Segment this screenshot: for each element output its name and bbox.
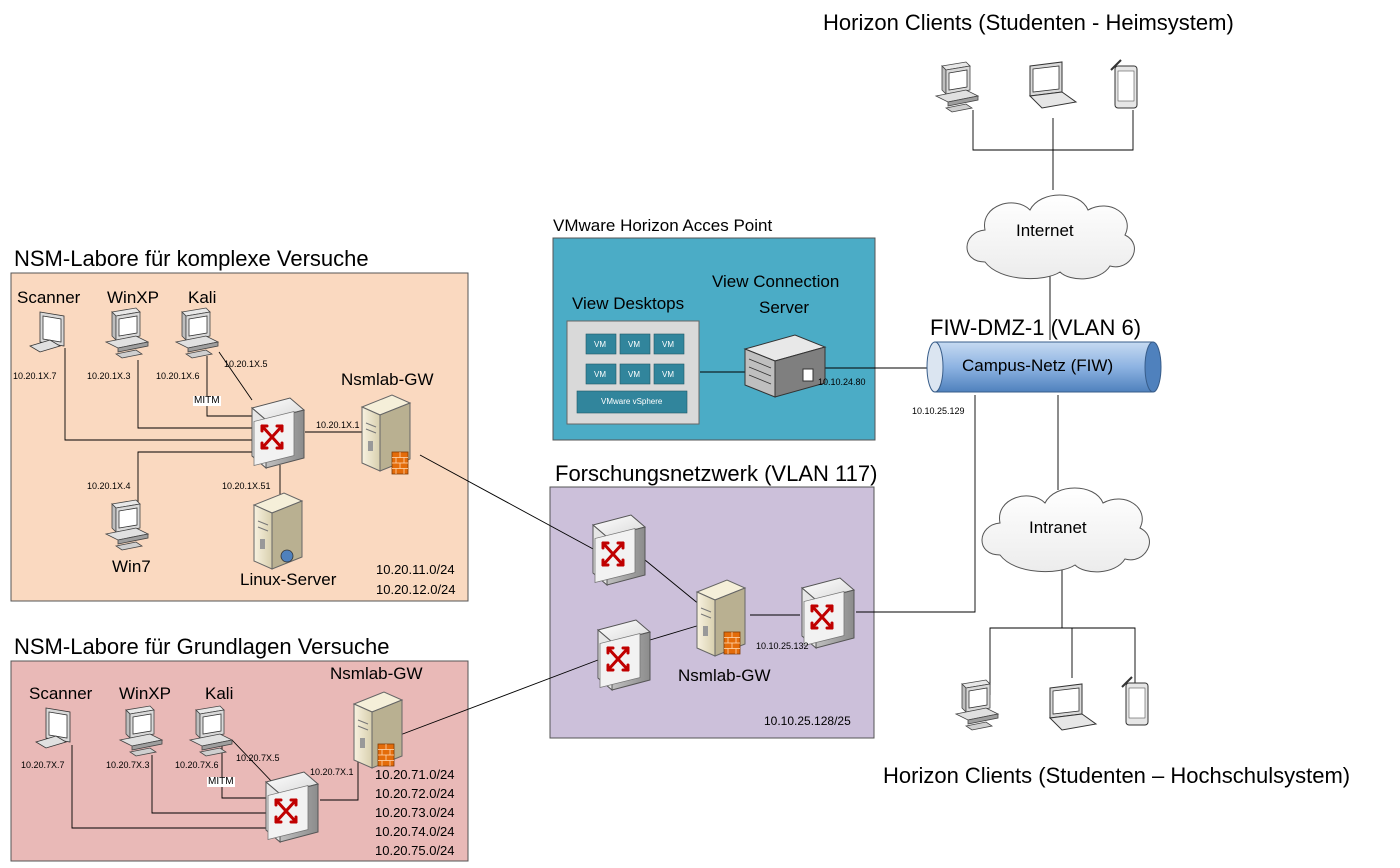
dmz-ip: 10.10.25.129 bbox=[912, 406, 965, 416]
view-connection-ip: 10.10.24.80 bbox=[818, 377, 866, 387]
linux-badge-icon bbox=[280, 549, 294, 563]
win7-ip: 10.20.1X.4 bbox=[87, 481, 131, 491]
kali-ip: 10.20.7X.6 bbox=[175, 760, 219, 770]
vm-label: VM bbox=[628, 370, 640, 379]
intranet-cloud bbox=[981, 487, 1150, 573]
winxp-ip: 10.20.7X.3 bbox=[106, 760, 150, 770]
desktop-pc-icon bbox=[935, 61, 979, 113]
campus-pipe-label: Campus-Netz (FIW) bbox=[962, 356, 1114, 375]
view-connection-server-icon bbox=[743, 334, 827, 398]
view-connection-label-2: Server bbox=[759, 298, 810, 317]
winxp-label: WinXP bbox=[119, 684, 171, 703]
vm-label: VM bbox=[594, 370, 606, 379]
research-gw-label: Nsmlab-GW bbox=[678, 666, 771, 685]
view-connection-label-1: View Connection bbox=[712, 272, 840, 291]
linux-server-icon bbox=[253, 492, 303, 570]
firewall-icon bbox=[723, 631, 741, 655]
kali-ip: 10.20.1X.6 bbox=[156, 371, 200, 381]
internet-label: Internet bbox=[1016, 221, 1074, 240]
scanner-label: Scanner bbox=[29, 684, 93, 703]
linux-server-label: Linux-Server bbox=[240, 570, 337, 589]
mitm-label: MITM bbox=[207, 776, 235, 787]
kali-ip-2: 10.20.1X.5 bbox=[224, 359, 268, 369]
switch-icon bbox=[264, 770, 320, 844]
bottom-clients-title: Horizon Clients (Studenten – Hochschulsy… bbox=[883, 763, 1351, 788]
tablet-icon bbox=[1110, 59, 1138, 109]
research-gw-ip: 10.10.25.132 bbox=[756, 641, 809, 651]
switch-icon bbox=[800, 576, 856, 650]
vm-label: VM bbox=[662, 370, 674, 379]
vm-label: VM bbox=[628, 340, 640, 349]
linux-ip: 10.20.1X.51 bbox=[222, 481, 271, 491]
switch-icon bbox=[596, 618, 652, 692]
subnet-line: 10.20.75.0/24 bbox=[375, 843, 455, 858]
laptop-icon bbox=[1049, 683, 1097, 731]
switch-icon bbox=[250, 396, 306, 470]
subnet-line: 10.20.71.0/24 bbox=[375, 767, 455, 782]
scanner-ip: 10.20.7X.7 bbox=[21, 760, 65, 770]
view-desktops-label: View Desktops bbox=[572, 294, 685, 313]
research-subnet: 10.10.25.128/25 bbox=[764, 714, 851, 728]
vm-grid bbox=[576, 333, 688, 414]
firewall-icon bbox=[377, 743, 395, 767]
gw-ip: 10.20.7X.1 bbox=[310, 767, 354, 777]
gw-label: Nsmlab-GW bbox=[341, 370, 434, 389]
subnet-line: 10.20.73.0/24 bbox=[375, 805, 455, 820]
desktop-pc-icon bbox=[955, 679, 999, 731]
vm-label: VM bbox=[662, 340, 674, 349]
scanner-label: Scanner bbox=[17, 288, 81, 307]
campus-pipe bbox=[926, 341, 1162, 393]
subnet-line: 10.20.12.0/24 bbox=[376, 582, 456, 597]
research-title: Forschungsnetzwerk (VLAN 117) bbox=[555, 461, 878, 486]
firewall-icon bbox=[391, 451, 409, 475]
subnet-line: 10.20.72.0/24 bbox=[375, 786, 455, 801]
kali-label: Kali bbox=[205, 684, 234, 703]
nsm-basic-title: NSM-Labore für Grundlagen Versuche bbox=[14, 634, 390, 659]
kali-ip-2: 10.20.7X.5 bbox=[236, 753, 280, 763]
intranet-label: Intranet bbox=[1029, 518, 1087, 537]
gw-label: Nsmlab-GW bbox=[330, 664, 423, 683]
switch-icon bbox=[591, 513, 647, 587]
vm-label: VM bbox=[594, 340, 606, 349]
laptop-icon bbox=[1029, 61, 1077, 109]
vmware-title: VMware Horizon Acces Point bbox=[553, 216, 773, 235]
winxp-label: WinXP bbox=[107, 288, 159, 307]
subnet-line: 10.20.11.0/24 bbox=[376, 562, 455, 577]
win7-label: Win7 bbox=[112, 557, 151, 576]
top-clients-title: Horizon Clients (Studenten - Heimsystem) bbox=[823, 10, 1234, 35]
vsphere-label: VMware vSphere bbox=[601, 397, 663, 406]
tablet-icon bbox=[1121, 676, 1149, 726]
nsm-complex-title: NSM-Labore für komplexe Versuche bbox=[14, 246, 369, 271]
gw-ip: 10.20.1X.1 bbox=[316, 420, 360, 430]
scanner-ip: 10.20.1X.7 bbox=[13, 371, 57, 381]
mitm-label: MITM bbox=[193, 395, 221, 406]
winxp-ip: 10.20.1X.3 bbox=[87, 371, 131, 381]
internet-cloud bbox=[966, 194, 1135, 280]
subnet-line: 10.20.74.0/24 bbox=[375, 824, 455, 839]
dmz-title: FIW-DMZ-1 (VLAN 6) bbox=[930, 315, 1142, 340]
kali-label: Kali bbox=[188, 288, 217, 307]
